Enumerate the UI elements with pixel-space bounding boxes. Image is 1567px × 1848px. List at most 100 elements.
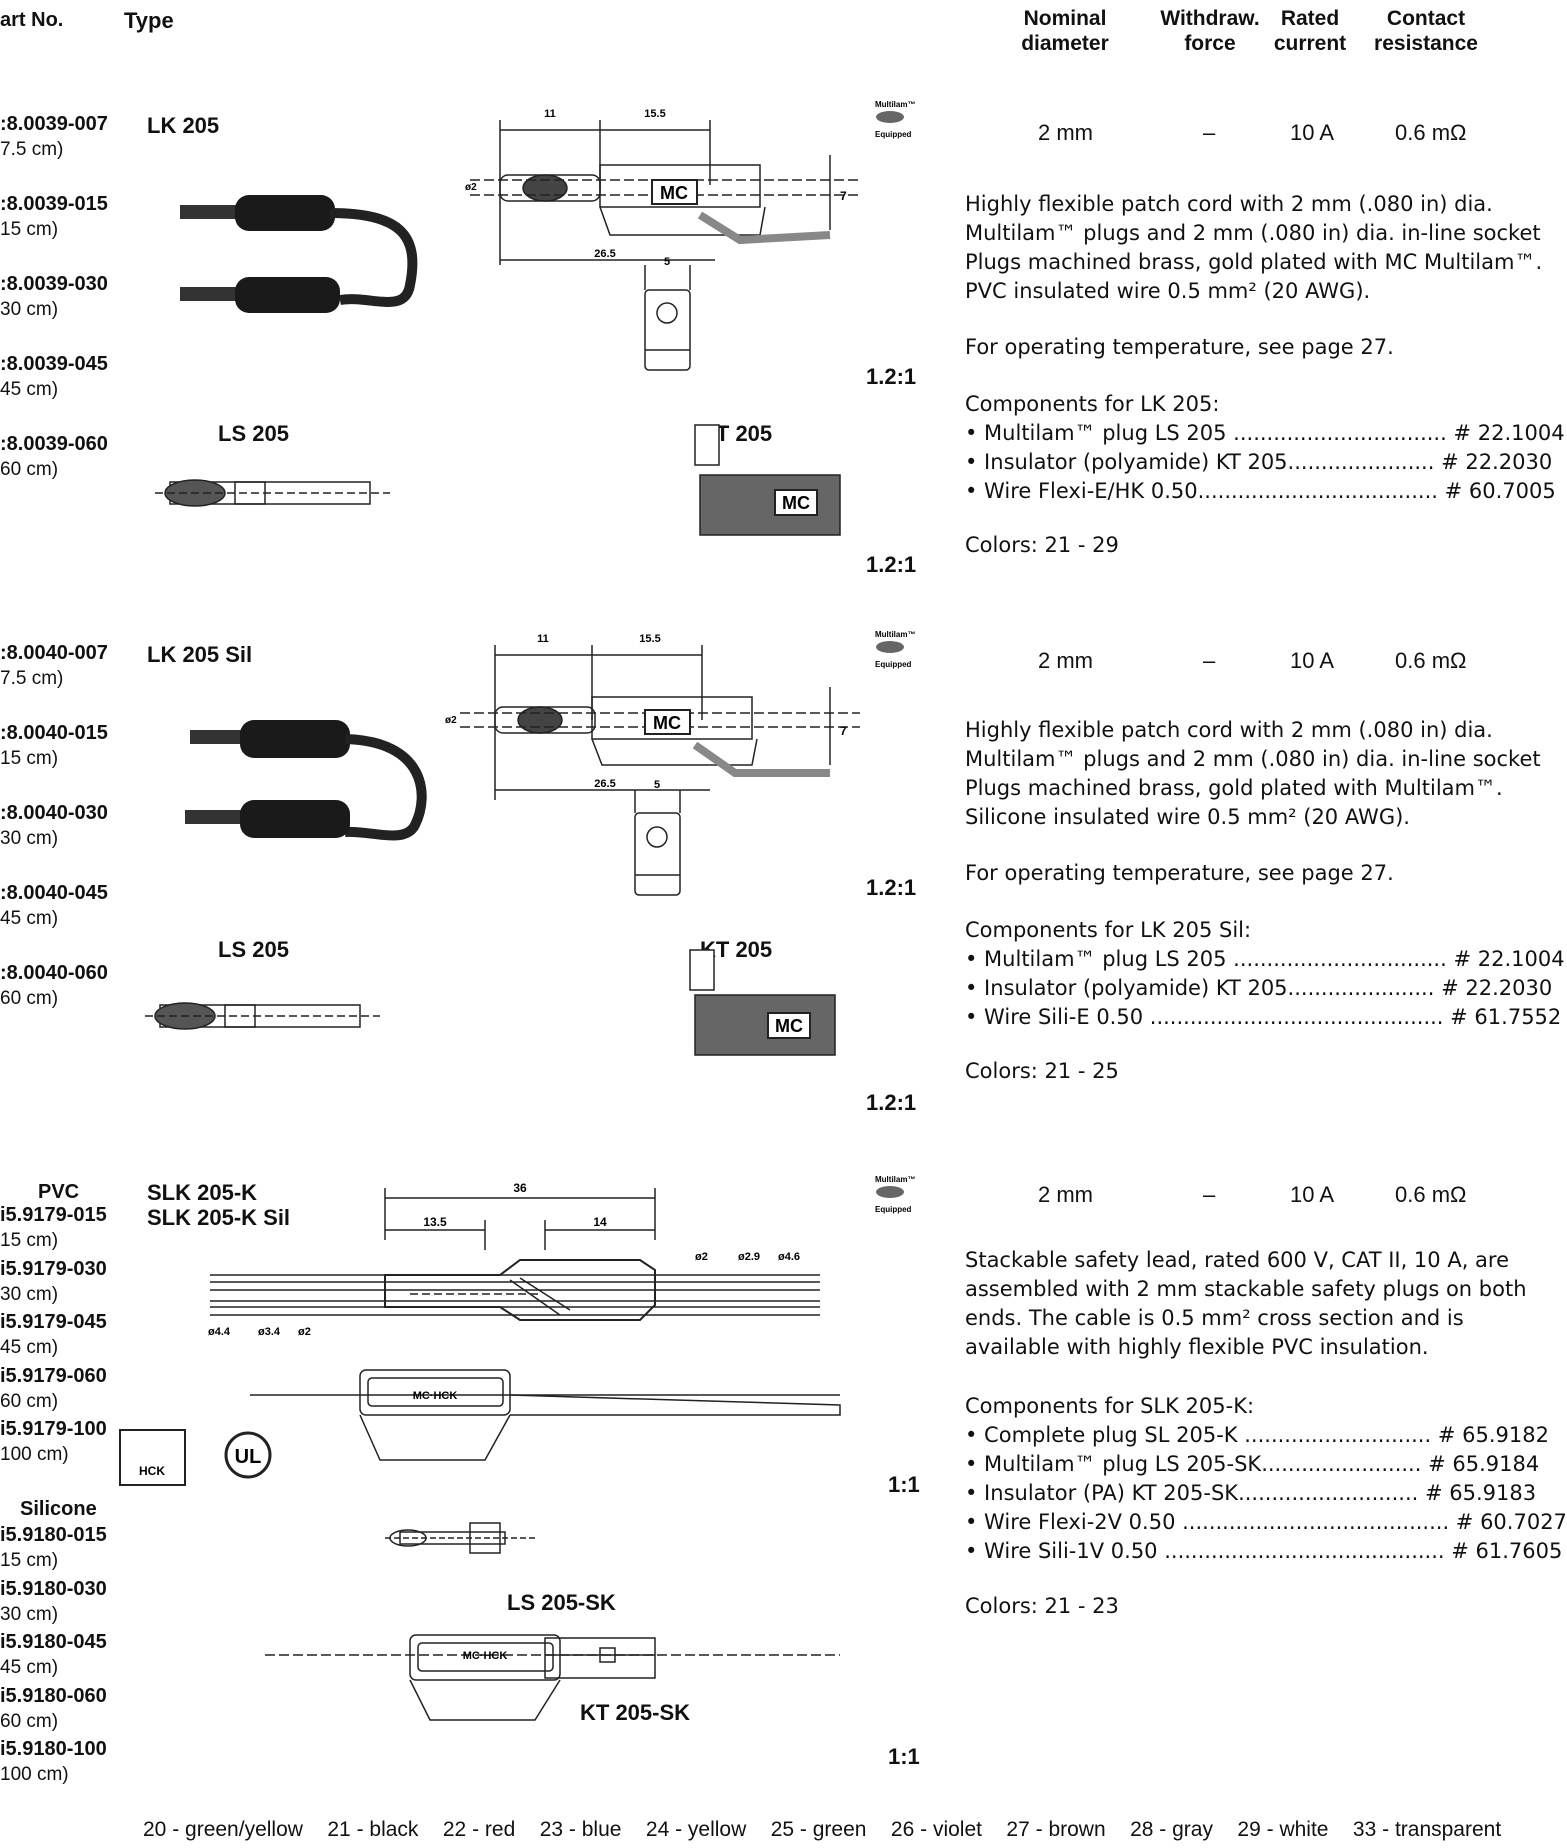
section-type-title: LK 205: [147, 113, 220, 138]
svg-text:Multilam™: Multilam™: [875, 630, 915, 639]
spec-force: –: [1203, 120, 1216, 145]
spec-current: 10 A: [1290, 648, 1335, 673]
svg-text:7: 7: [840, 189, 847, 203]
svg-text:MC: MC: [653, 713, 681, 733]
svg-text:14: 14: [593, 1215, 607, 1229]
header-withdraw-force: Withdraw.force: [1160, 7, 1260, 55]
svg-text:11: 11: [537, 633, 549, 645]
section-description: Highly flexible patch cord with 2 mm (.0…: [965, 192, 1543, 303]
spec-resistance: 0.6 mΩ: [1395, 648, 1467, 673]
svg-text:MC·HCK: MC·HCK: [463, 1650, 508, 1662]
color-code: 29 - white: [1237, 1818, 1329, 1841]
group-label-pvc: PVC: [38, 1181, 80, 1203]
color-code: 20 - green/yellow: [143, 1818, 303, 1841]
spec-resistance: 0.6 mΩ: [1395, 1182, 1467, 1207]
color-code: 25 - green: [770, 1818, 867, 1841]
svg-text:MC·HCK: MC·HCK: [413, 1390, 458, 1402]
color-code: 22 - red: [442, 1818, 516, 1841]
svg-text:MC: MC: [782, 493, 810, 513]
spec-force: –: [1203, 1182, 1216, 1207]
svg-text:15.5: 15.5: [644, 108, 665, 120]
footer-color-codes: 20 - green/yellow 21 - black 22 - red 23…: [143, 1818, 1521, 1842]
colors-note: Colors: 21 - 29: [965, 533, 1119, 557]
plug-label: LS 205-SK: [507, 1590, 616, 1615]
component-row: • Multilam™ plug LS 205 ................…: [965, 947, 1565, 971]
spec-diameter: 2 mm: [1038, 1182, 1093, 1207]
lk205sil-drawing: MC 11 15.5 26.5 5 7 ø2 Multilam™ Equippe…: [145, 630, 915, 1056]
colors-note: Colors: 21 - 23: [965, 1594, 1119, 1618]
svg-text:Equipped: Equipped: [875, 660, 912, 669]
svg-text:ø4.4: ø4.4: [208, 1326, 231, 1338]
header-part-no: art No.: [0, 9, 64, 31]
component-row: • Multilam™ plug LS 205-SK..............…: [965, 1452, 1540, 1476]
svg-text:ø2: ø2: [465, 182, 477, 193]
svg-text:7: 7: [840, 724, 847, 738]
slk205k-drawing: 36 13.5 14 ø2 ø2.9 ø4.6 ø4.4 ø3.4 ø2 MC·…: [119, 1175, 915, 1721]
group-label-silicone: Silicone: [20, 1498, 97, 1520]
components-list: Components for LK 205: • Multilam™ plug …: [965, 390, 1565, 506]
color-code: 21 - black: [327, 1818, 419, 1841]
component-row: • Wire Flexi-2V 0.50 ...................…: [965, 1510, 1567, 1534]
svg-text:ø2: ø2: [298, 1326, 311, 1338]
spec-diameter: 2 mm: [1038, 120, 1093, 145]
colors-note: Colors: 21 - 25: [965, 1059, 1119, 1083]
scale-ratio: 1.2:1: [866, 875, 917, 900]
color-code: 24 - yellow: [645, 1818, 747, 1841]
color-code: 26 - violet: [890, 1818, 982, 1841]
section-type-title: SLK 205-K: [147, 1180, 258, 1205]
spec-resistance: 0.6 mΩ: [1395, 120, 1467, 145]
svg-text:UL: UL: [235, 1446, 262, 1468]
patch-cord-photo: [180, 195, 418, 313]
components-list: Components for LK 205 Sil: • Multilam™ p…: [965, 916, 1565, 1032]
section-description: Stackable safety lead, rated 600 V, CAT …: [965, 1248, 1527, 1359]
spec-diameter: 2 mm: [1038, 648, 1093, 673]
plug-label: LS 205: [218, 937, 289, 962]
color-code: 33 - transparent: [1352, 1818, 1502, 1841]
svg-text:ø2: ø2: [445, 715, 457, 726]
component-row: • Insulator (PA) KT 205-SK..............…: [965, 1481, 1537, 1505]
color-code: 28 - gray: [1130, 1818, 1213, 1841]
svg-text:26.5: 26.5: [594, 778, 615, 790]
svg-text:Equipped: Equipped: [875, 1205, 912, 1214]
svg-text:HCK: HCK: [139, 1464, 165, 1478]
temperature-note: For operating temperature, see page 27.: [965, 335, 1394, 359]
scale-ratio: 1.2:1: [866, 364, 917, 389]
svg-text:Equipped: Equipped: [875, 130, 912, 139]
svg-text:Multilam™: Multilam™: [875, 100, 915, 109]
section-description: Highly flexible patch cord with 2 mm (.0…: [965, 718, 1541, 829]
svg-text:36: 36: [513, 1181, 527, 1195]
components-list: Components for SLK 205-K: • Complete plu…: [965, 1392, 1567, 1566]
header-type: Type: [124, 8, 174, 33]
svg-text:11: 11: [544, 108, 556, 120]
svg-text:13.5: 13.5: [423, 1215, 447, 1229]
spec-force: –: [1203, 648, 1216, 673]
section-type-title: LK 205 Sil: [147, 642, 253, 667]
insulator-label: KT 205-SK: [580, 1700, 691, 1725]
svg-text:ø4.6: ø4.6: [778, 1251, 800, 1263]
section-type-title-sil: SLK 205-K Sil: [147, 1205, 291, 1230]
svg-text:15.5: 15.5: [639, 633, 660, 645]
spec-current: 10 A: [1290, 120, 1335, 145]
